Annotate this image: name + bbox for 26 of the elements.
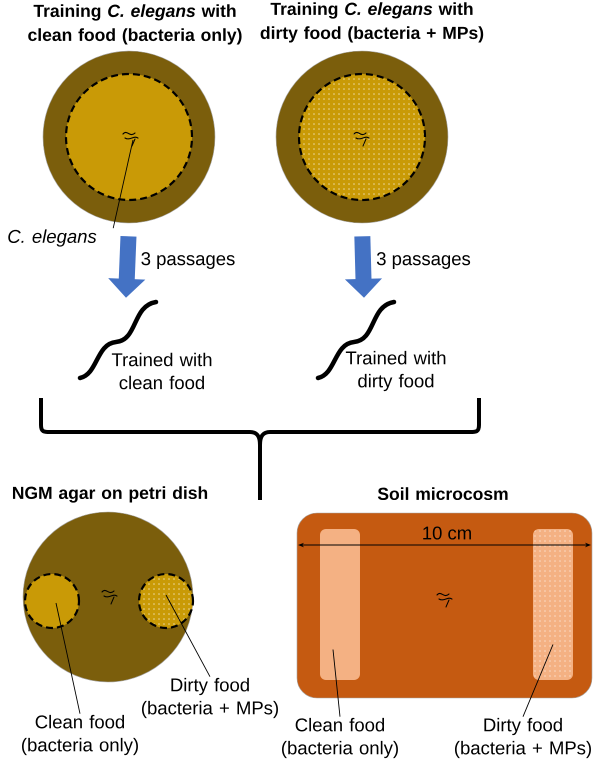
callout-label: Clean food (bacteria only) [282,718,398,758]
node-label: Trained with dirty food [346,350,446,392]
food-area [24,572,80,630]
edge-label: 3 passages [375,251,472,270]
leader-line [56,602,80,714]
leader-line [522,644,554,718]
food-area [138,572,194,630]
food-area [298,72,426,202]
heading: Soil microcosm [378,487,508,500]
heading: NGM agar on petri dish [12,486,208,503]
callout-label: Dirty food (bacteria + MPs) [455,718,591,758]
heading: Training C. elegans with dirty food (bacteria + MPs) [260,2,484,43]
dimension-label: 10 cm [423,526,471,540]
heading: Training C. elegans with clean food (bacteria only) [28,4,242,45]
edge-label: 3 passages [140,251,236,270]
food-strip [533,529,573,680]
callout-label: Clean food (bacteria only) [22,714,138,756]
leader-line [166,594,210,678]
callout-label: Dirty food (bacteria + MPs) [142,678,278,718]
food-area [64,72,194,202]
food-strip [320,529,360,680]
worm-drawing [122,132,139,146]
leader-line [332,649,340,718]
node-label: Trained with clean food [112,352,212,390]
leader-line [112,140,134,229]
callout-label: C. elegans [8,229,96,247]
